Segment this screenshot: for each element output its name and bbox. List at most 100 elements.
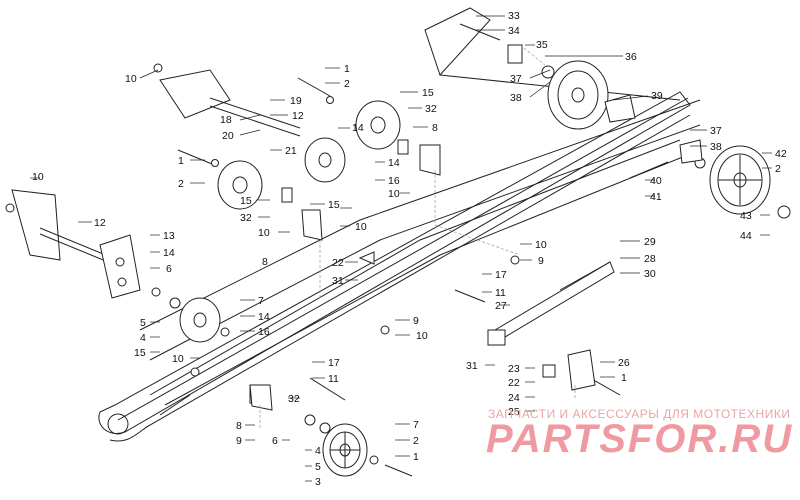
callout-16: 16: [258, 326, 270, 338]
shock-arm: [494, 261, 615, 341]
callout-21: 21: [285, 145, 297, 157]
callout-17: 17: [495, 269, 507, 281]
callout-23: 23: [508, 363, 520, 375]
callout-30: 30: [644, 268, 656, 280]
callout-4: 4: [315, 445, 321, 457]
callout-2: 2: [413, 435, 419, 447]
callout-22: 22: [508, 377, 520, 389]
callout-15: 15: [328, 199, 340, 211]
callout-10: 10: [172, 353, 184, 365]
callout-27: 27: [495, 300, 507, 312]
rail-section: [139, 99, 701, 416]
callout-13: 13: [163, 230, 175, 242]
callout-32: 32: [288, 393, 300, 405]
callout-15: 15: [422, 87, 434, 99]
callout-40: 40: [650, 175, 662, 187]
idler-wheel-left: [217, 160, 263, 210]
wheel-bracket-left: [99, 234, 141, 299]
pivot-blocks: [249, 144, 596, 411]
callout-4: 4: [140, 332, 146, 344]
callout-37: 37: [710, 125, 722, 137]
callout-25: 25: [508, 406, 520, 418]
callout-8: 8: [262, 256, 268, 268]
callout-43: 43: [740, 210, 752, 222]
callout-42: 42: [775, 148, 787, 160]
spoked-wheel-bottom: [322, 423, 368, 477]
callout-12: 12: [292, 110, 304, 122]
callout-32: 32: [240, 212, 252, 224]
callout-12: 12: [94, 217, 106, 229]
callout-8: 8: [236, 420, 242, 432]
spoked-wheel-right: [709, 145, 771, 215]
callout-2: 2: [178, 178, 184, 190]
callout-33: 33: [508, 10, 520, 22]
callout-1: 1: [178, 155, 184, 167]
callout-24: 24: [508, 392, 520, 404]
callout-26: 26: [618, 357, 630, 369]
callout-38: 38: [510, 92, 522, 104]
callout-5: 5: [140, 317, 146, 329]
callout-38: 38: [710, 141, 722, 153]
callout-17: 17: [328, 357, 340, 369]
cross-shaft-front: [209, 97, 301, 137]
callout-1: 1: [621, 372, 627, 384]
callout-8: 8: [432, 122, 438, 134]
callout-14: 14: [258, 311, 270, 323]
callout-19: 19: [290, 95, 302, 107]
callout-10: 10: [32, 171, 44, 183]
frame-bracket-left: [11, 69, 231, 261]
callout-15: 15: [134, 347, 146, 359]
callout-22: 22: [332, 257, 344, 269]
callout-10: 10: [388, 188, 400, 200]
callout-35: 35: [536, 39, 548, 51]
callout-10: 10: [258, 227, 270, 239]
callout-18: 18: [220, 114, 232, 126]
callout-14: 14: [388, 157, 400, 169]
callout-6: 6: [166, 263, 172, 275]
callout-41: 41: [650, 191, 662, 203]
left-slide-rail: [98, 91, 691, 442]
callout-31: 31: [466, 360, 478, 372]
watermark-logo: PARTSFOR.RU: [486, 417, 793, 461]
callout-20: 20: [222, 130, 234, 142]
callout-3: 3: [315, 476, 321, 488]
callout-28: 28: [644, 253, 656, 265]
callout-10: 10: [355, 221, 367, 233]
callout-11: 11: [495, 287, 506, 299]
callout-10: 9: [413, 315, 419, 327]
idler-wheel-upper: [355, 100, 401, 150]
bolts: [177, 23, 669, 477]
callout-9: 9: [236, 435, 242, 447]
callout-14: 14: [163, 247, 175, 259]
callout-1: 1: [413, 451, 419, 463]
callout-5: 5: [315, 461, 321, 473]
callout-34: 34: [508, 25, 520, 37]
callout-6: 6: [272, 435, 278, 447]
callout-labels: 33 34 35 36 37 38 39 10 1 2 18 19 12 20 …: [32, 10, 787, 488]
nuts-and-washers: [5, 63, 791, 465]
idler-wheel-mid: [304, 137, 346, 183]
callout-16: 16: [388, 175, 400, 187]
callout-29: 29: [644, 236, 656, 248]
callout-2: 2: [775, 163, 781, 175]
idler-wheel-large: [547, 60, 609, 130]
callout-leaders: [30, 15, 772, 482]
idler-wheel-lower: [179, 297, 221, 343]
callout-44: 44: [740, 230, 752, 242]
watermark-tagline: ЗАПЧАСТИ И АКСЕССУАРЫ ДЛЯ МОТОТЕХНИКИ: [488, 407, 790, 421]
callout-7: 7: [413, 419, 419, 431]
callout-14: 14: [352, 122, 364, 134]
callout-9: 10: [416, 330, 428, 342]
callout-1: 1: [344, 63, 350, 75]
callout-36: 36: [625, 51, 637, 63]
callout-2: 2: [344, 78, 350, 90]
callout-10: 10: [125, 73, 137, 85]
callout-10: 10: [535, 239, 547, 251]
callout-37: 37: [510, 73, 522, 85]
callout-31: 31: [332, 275, 344, 287]
callout-39: 39: [651, 90, 663, 102]
watermark: ЗАПЧАСТИ И АКСЕССУАРЫ ДЛЯ МОТОТЕХНИКИ PA…: [486, 407, 793, 461]
callout-15: 15: [240, 195, 252, 207]
callout-9: 9: [538, 255, 544, 267]
